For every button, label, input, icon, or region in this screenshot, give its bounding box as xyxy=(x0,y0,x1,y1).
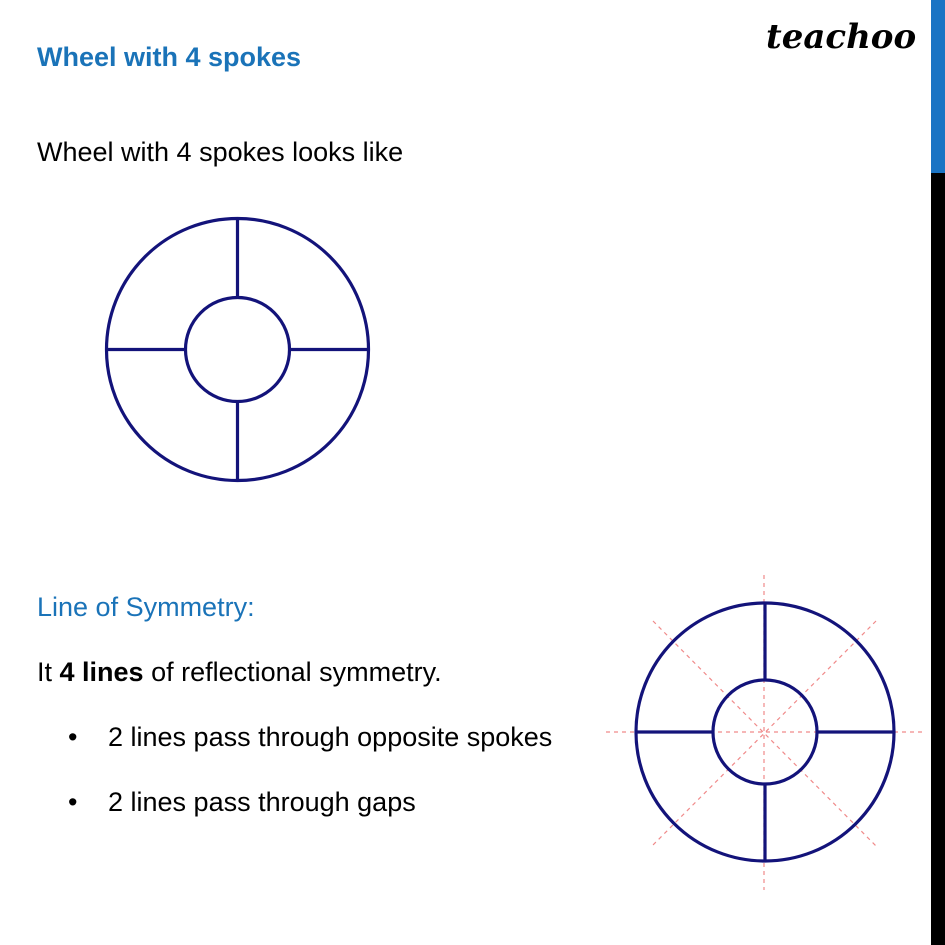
teachoo-logo: teachoo xyxy=(766,17,917,57)
statement-suffix: of reflectional symmetry. xyxy=(143,657,442,687)
sidebar-accent-bar xyxy=(931,0,945,173)
statement-prefix: It xyxy=(37,657,60,687)
symmetry-bullet-list: • 2 lines pass through opposite spokes •… xyxy=(68,722,552,852)
line-of-symmetry-heading: Line of Symmetry: xyxy=(37,592,255,622)
bullet-text: 2 lines pass through gaps xyxy=(108,787,416,817)
intro-text: Wheel with 4 spokes looks like xyxy=(37,137,404,167)
symmetry-line-diagonal-2 xyxy=(650,620,877,848)
bullet-item: • 2 lines pass through opposite spokes xyxy=(68,722,552,787)
inner-hub xyxy=(183,295,292,404)
sidebar-dark-bar xyxy=(931,173,945,945)
symmetry-statement: It 4 lines of reflectional symmetry. xyxy=(37,657,442,688)
symmetry-line-diagonal-1 xyxy=(652,620,878,848)
wheel-figure xyxy=(104,216,371,483)
bullet-item: • 2 lines pass through gaps xyxy=(68,787,552,852)
bullet-icon: • xyxy=(68,787,78,817)
page-title: Wheel with 4 spokes xyxy=(37,42,302,72)
wheel-symmetry-figure xyxy=(606,575,925,890)
statement-bold: 4 lines xyxy=(59,657,144,687)
bullet-text: 2 lines pass through opposite spokes xyxy=(108,722,553,752)
bullet-icon: • xyxy=(68,722,78,752)
